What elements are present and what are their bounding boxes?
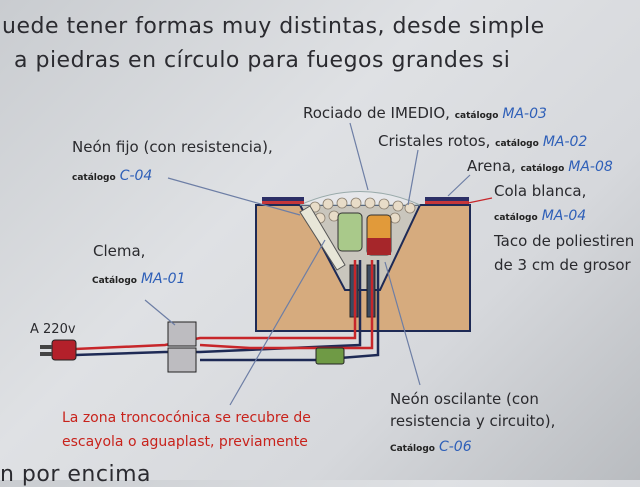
body-text-line-2: a piedras en círculo para fuegos grandes… — [14, 48, 511, 73]
top-strips — [262, 197, 469, 204]
label-taco-1: Taco de poliestiren — [494, 232, 635, 250]
label-plug: A 220v — [30, 322, 76, 337]
body-text-line-1: uede tener formas muy distintas, desde s… — [2, 14, 545, 39]
styrofoam-block — [255, 191, 471, 332]
wires — [74, 260, 380, 362]
clema-block-top — [167, 321, 197, 347]
neon-oscillating-component — [315, 347, 345, 365]
note-zona-1: La zona troncocónica se recubre de — [62, 410, 311, 426]
label-neon-fijo: Neón fijo (con resistencia), — [72, 138, 273, 156]
clema-block-bottom — [167, 347, 197, 373]
label-clema: Clema, — [93, 242, 146, 260]
label-cola: Cola blanca, — [494, 182, 587, 200]
leader-lines — [144, 122, 493, 406]
label-neon-osc-1: Neón oscilante (con — [390, 390, 539, 408]
note-zona-2: escayola o aguaplast, previamente — [62, 434, 308, 450]
plug-icon — [51, 339, 77, 361]
label-neon-osc-2: resistencia y circuito), — [390, 412, 556, 430]
label-taco-2: de 3 cm de grosor — [494, 256, 631, 274]
